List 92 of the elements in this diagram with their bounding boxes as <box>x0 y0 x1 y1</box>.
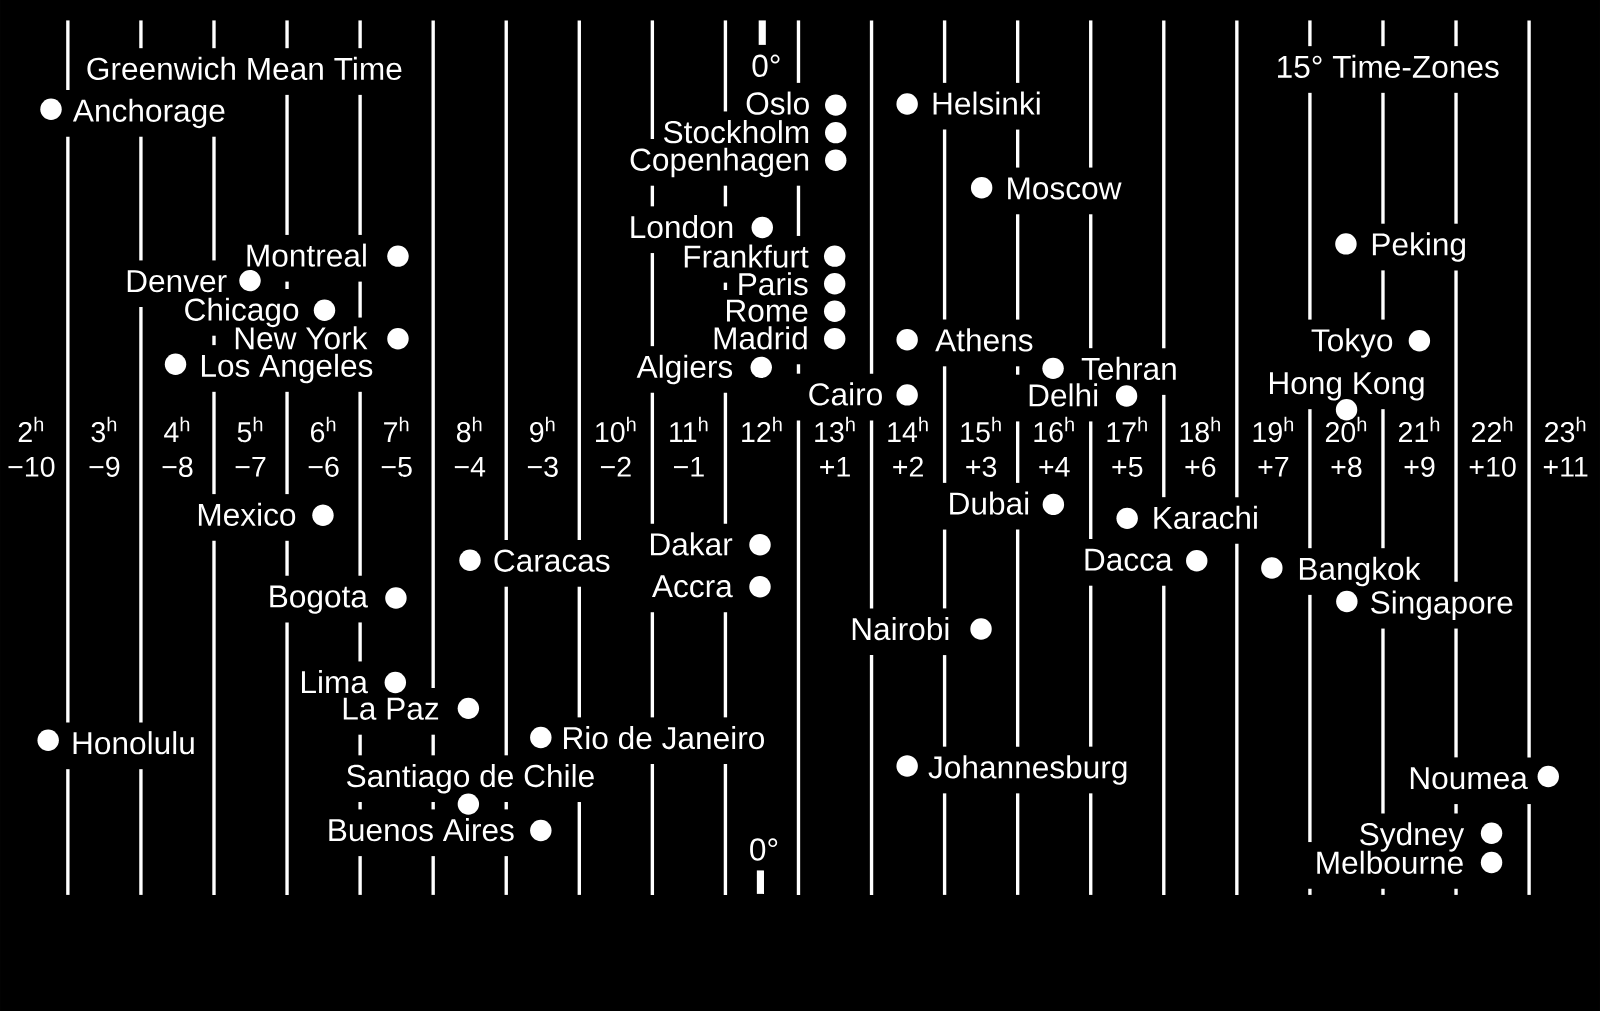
hour-label: 4$^{h}$ <box>164 416 190 442</box>
city-name: Caracas <box>494 549 610 572</box>
utc-offset-label: −5 <box>381 456 412 477</box>
city-name: Dacca <box>1085 548 1173 571</box>
utc-offset-label: +3 <box>966 456 997 477</box>
meridian-label: 0° <box>750 838 778 861</box>
city-name: Honolulu <box>73 731 194 755</box>
utc-offset-label: +5 <box>1112 456 1143 477</box>
city-name: New York <box>235 326 368 350</box>
city-name: Hong Kong <box>1270 372 1424 401</box>
utc-offset-label: −6 <box>308 456 339 477</box>
city-name: Rome <box>727 299 808 322</box>
city-name: Santiago de Chile <box>347 763 594 794</box>
city-name: Denver <box>127 270 227 293</box>
city-name: Stockholm <box>664 120 809 144</box>
city-name: Mexico <box>198 502 296 526</box>
city-name: Algiers <box>636 354 733 385</box>
city-name: Noumea <box>1410 767 1528 790</box>
city-name: Lima <box>302 670 368 694</box>
city-name: Moscow <box>1008 177 1122 200</box>
city-name: Anchorage <box>72 98 225 129</box>
hour-label: 5$^{h}$ <box>237 416 263 443</box>
city-name: Chicago <box>185 297 299 328</box>
hour-label: 10$^{h}$ <box>596 416 636 443</box>
city-name: Tehran <box>1081 356 1176 380</box>
utc-offset-label: +9 <box>1404 456 1435 477</box>
hour-label: 23$^{h}$ <box>1545 416 1586 443</box>
city-name: Accra <box>651 575 733 598</box>
city-name: Sydney <box>1360 822 1465 852</box>
hour-label: 2$^{h}$ <box>18 416 44 442</box>
city-name: Melbourne <box>1317 850 1463 874</box>
hour-label: 15$^{h}$ <box>961 416 1001 443</box>
utc-offset-label: +10 <box>1469 456 1516 477</box>
hour-label: 21$^{h}$ <box>1399 416 1440 442</box>
utc-offset-label: −1 <box>674 456 704 477</box>
meridian-label: 0° <box>752 54 780 77</box>
city-name: Cairo <box>809 382 882 406</box>
utc-offset-label: +8 <box>1331 456 1362 477</box>
city-name: Montreal <box>247 243 366 267</box>
city-name: London <box>631 214 733 239</box>
utc-offset-label: +4 <box>1039 456 1070 477</box>
hour-label: 8$^{h}$ <box>456 416 482 443</box>
hour-label: 6$^{h}$ <box>311 416 336 443</box>
utc-offset-label: −10 <box>8 456 55 477</box>
city-name: Frankfurt <box>684 244 809 268</box>
utc-offset-label: −9 <box>89 456 120 477</box>
city-name: Nairobi <box>852 616 949 641</box>
hour-label: 9$^{h}$ <box>530 416 555 443</box>
hour-label: 12$^{h}$ <box>742 416 782 442</box>
city-name: Singapore <box>1371 590 1513 620</box>
hour-label: 16$^{h}$ <box>1034 416 1074 443</box>
hour-label: 22$^{h}$ <box>1472 416 1513 442</box>
hour-label: 7$^{h}$ <box>384 416 409 442</box>
hour-label: 13$^{h}$ <box>815 416 855 443</box>
utc-offset-label: −3 <box>527 456 558 477</box>
hour-label: 20$^{h}$ <box>1325 416 1367 443</box>
city-name: Los Angeles <box>202 353 373 384</box>
city-name: Paris <box>739 272 808 296</box>
city-name: Madrid <box>714 326 807 350</box>
utc-offset-label: −2 <box>600 456 631 477</box>
utc-offset-label: −8 <box>162 456 193 477</box>
utc-offset-label: +11 <box>1543 456 1588 477</box>
city-name: Peking <box>1372 232 1465 262</box>
utc-offset-label: +6 <box>1185 456 1216 477</box>
city-name: Dakar <box>651 532 733 556</box>
city-name: Buenos Aires <box>329 817 514 842</box>
utc-offset-label: +2 <box>893 456 923 477</box>
hour-label: 14$^{h}$ <box>888 416 928 442</box>
hour-label: 11$^{h}$ <box>670 416 708 442</box>
hour-label: 17$^{h}$ <box>1107 416 1147 442</box>
utc-offset-label: +1 <box>820 456 850 477</box>
city-name: Bangkok <box>1299 556 1421 587</box>
hour-label: 19$^{h}$ <box>1253 416 1294 443</box>
city-name: Oslo <box>746 91 809 115</box>
city-name: Rio de Janeiro <box>564 725 764 750</box>
city-name: Johannesburg <box>928 755 1127 785</box>
city-name: Dubai <box>950 491 1029 515</box>
city-name: Helsinki <box>933 91 1040 115</box>
utc-offset-label: −4 <box>454 456 486 477</box>
hour-label: 3$^{h}$ <box>91 416 117 443</box>
utc-offset-label: +7 <box>1258 456 1289 477</box>
city-name: Delhi <box>1029 383 1098 407</box>
hour-label: 18$^{h}$ <box>1180 416 1220 443</box>
utc-offset-label: −7 <box>235 456 266 477</box>
city-name: Bogota <box>270 585 368 614</box>
city-name: Tokyo <box>1311 328 1393 358</box>
heading: Greenwich Mean Time <box>87 56 402 80</box>
city-name: Athens <box>935 328 1033 352</box>
city-name: La Paz <box>343 697 439 720</box>
city-name: Copenhagen <box>630 147 809 178</box>
city-name: Karachi <box>1154 505 1257 529</box>
heading: 15° Time-Zones <box>1278 54 1499 78</box>
